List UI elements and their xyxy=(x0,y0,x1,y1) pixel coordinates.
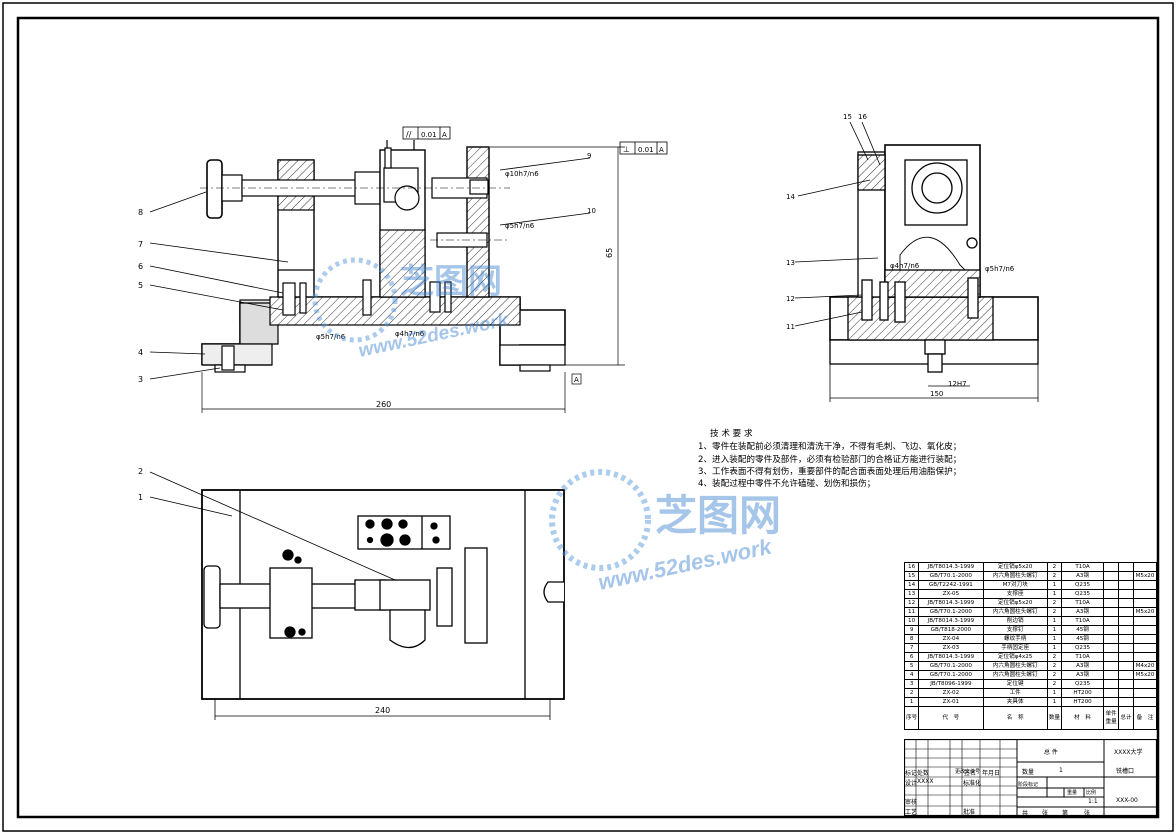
svg-text:0.01: 0.01 xyxy=(421,131,437,139)
tolerance-frame-parallel: // 0.01 A xyxy=(402,126,451,140)
fit-note-4h7: φ4h7/n6 xyxy=(395,330,425,338)
svg-text:16: 16 xyxy=(858,113,867,121)
label-4: 4 xyxy=(138,348,143,357)
top-view xyxy=(201,489,565,700)
label-10: 10 xyxy=(587,207,596,215)
fit-note-5h7-left: φ5h7/n6 xyxy=(316,333,346,341)
front-leaders xyxy=(149,157,591,380)
datum-a: A xyxy=(574,376,579,384)
svg-text:φ5h7/n6: φ5h7/n6 xyxy=(985,265,1015,273)
svg-text:A: A xyxy=(442,131,447,139)
svg-text:0.01: 0.01 xyxy=(638,146,654,154)
front-dimensions xyxy=(201,146,625,413)
svg-text:www.52des.work: www.52des.work xyxy=(596,533,776,595)
svg-text:芝图网: 芝图网 xyxy=(400,263,502,301)
front-labels: 8 7 6 5 4 3 9 10 φ10h7/n6 φ5h7/n6 φ5h7/n… xyxy=(138,152,596,384)
svg-text:150: 150 xyxy=(930,390,943,398)
label-7: 7 xyxy=(138,240,143,249)
fit-note-5h7-right: φ5h7/n6 xyxy=(505,222,535,230)
drawing-frame xyxy=(16,16,1160,819)
svg-text:13: 13 xyxy=(786,259,795,267)
svg-text:12H7: 12H7 xyxy=(948,380,967,388)
tolerance-frame-perpendicular: ⊥ 0.01 A xyxy=(619,141,668,155)
fit-note-10h7: φ10h7/n6 xyxy=(505,170,539,178)
label-6: 6 xyxy=(138,262,143,271)
front-view xyxy=(200,140,566,373)
tech-item: 3、工作表面不得有划伤，重要部件的配合面表面处理后用油脂保护； xyxy=(698,466,962,477)
svg-text:11: 11 xyxy=(786,323,795,331)
label-2: 2 xyxy=(138,467,143,476)
svg-text:A: A xyxy=(659,146,664,154)
side-view xyxy=(829,144,1039,373)
label-5: 5 xyxy=(138,281,143,290)
svg-text:φ4h7/n6: φ4h7/n6 xyxy=(890,262,920,270)
tech-item: 4、装配过程中零件不允许磕碰、划伤和损伤； xyxy=(698,479,876,490)
dim-65: 65 xyxy=(605,248,614,258)
svg-text:15: 15 xyxy=(843,113,852,121)
label-3: 3 xyxy=(138,375,143,384)
tech-item: 1、零件在装配前必须清理和清洗干净，不得有毛刺、飞边、氧化皮； xyxy=(698,442,962,453)
side-labels: 15 16 14 13 12 11 φ4h7/n6 φ5h7/n6 12H7 1… xyxy=(786,113,1015,398)
svg-text:12: 12 xyxy=(786,295,795,303)
dim-260: 260 xyxy=(376,400,391,409)
svg-text:芝图网: 芝图网 xyxy=(655,492,781,539)
bom-header: 序号 代 号 名 称 数量 材 料 单件重量 总计 备 注 xyxy=(903,706,1157,730)
label-9: 9 xyxy=(587,152,591,160)
svg-text:14: 14 xyxy=(786,193,795,201)
dim-240: 240 xyxy=(375,706,390,715)
tech-requirements: 技 术 要 求 1、零件在装配前必须清理和清洗干净，不得有毛刺、飞边、氧化皮； … xyxy=(698,428,1028,490)
svg-text://: // xyxy=(406,130,412,139)
svg-text:⊥: ⊥ xyxy=(623,145,630,154)
title-block: 标记 处数 更改文件号 签名 年月日 设计 XXXX 标准化 审核 工艺 批准 … xyxy=(904,739,1157,817)
side-leaders xyxy=(794,121,1039,402)
label-1: 1 xyxy=(138,493,143,502)
tech-item: 2、进入装配的零件及部件，必须有检验部门的合格证方能进行装配； xyxy=(698,454,962,465)
label-8: 8 xyxy=(138,208,143,217)
top-leaders xyxy=(149,471,551,720)
tech-title: 技 术 要 求 xyxy=(710,429,753,439)
